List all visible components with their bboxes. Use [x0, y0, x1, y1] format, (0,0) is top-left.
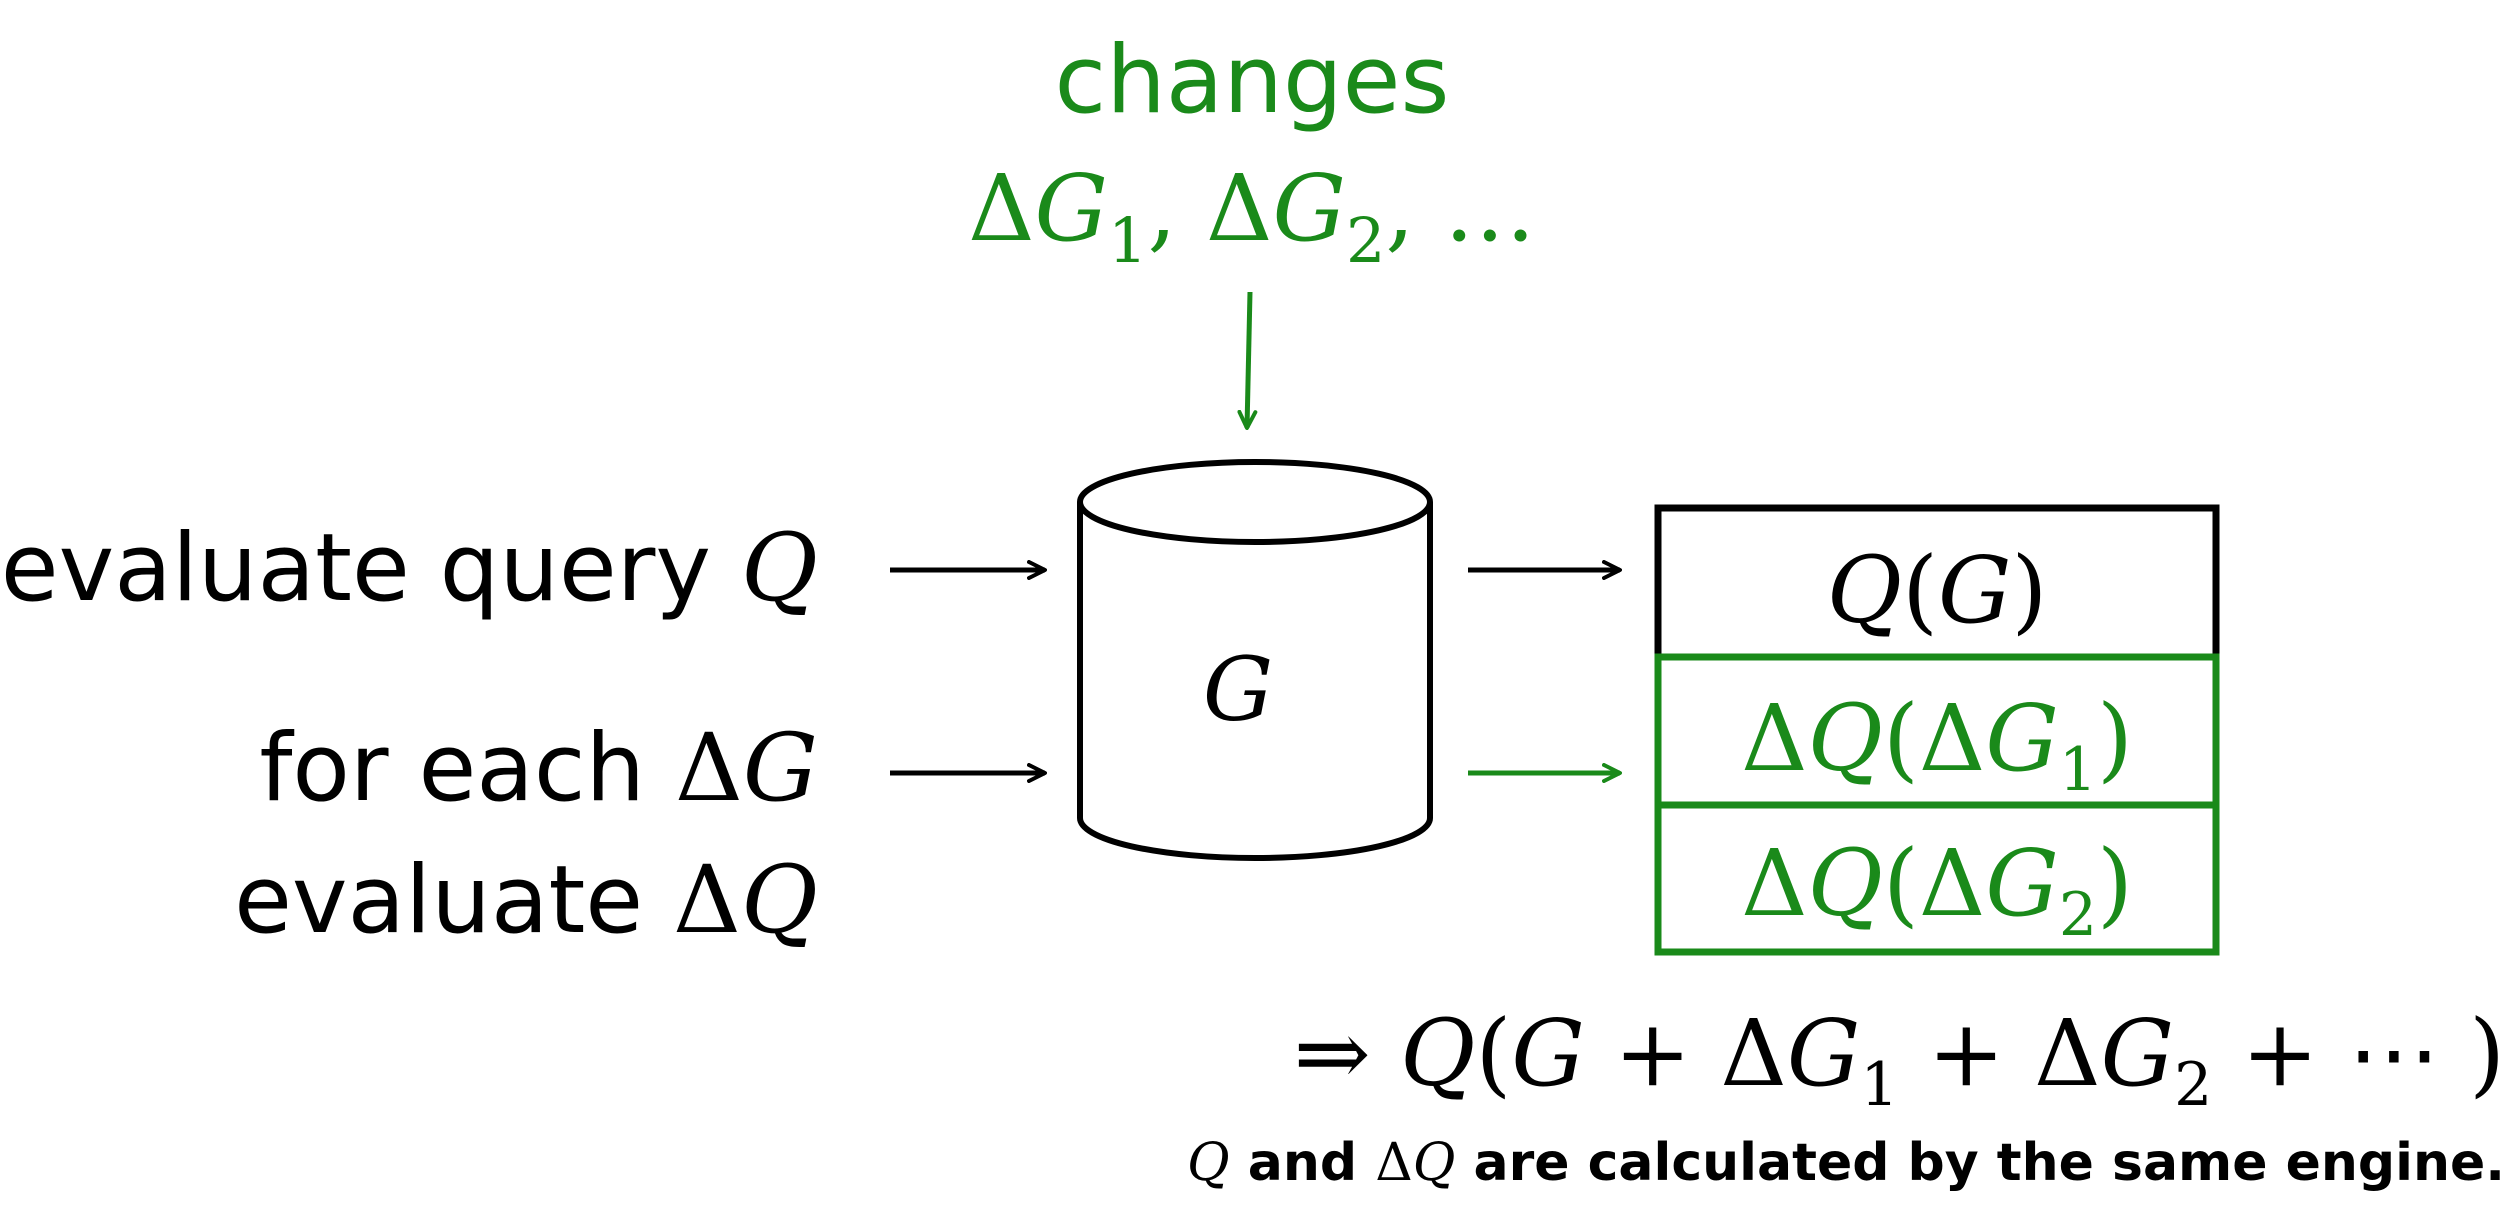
subscript: 1 [1108, 204, 1147, 277]
database-cylinder: G [1077, 459, 1433, 861]
delta-symbol: Δ [1720, 1000, 1786, 1107]
ellipsis-tail: + ⋯ ) [2212, 1000, 2505, 1107]
paren: ( [1902, 537, 1938, 644]
cylinder-top [1077, 459, 1433, 545]
paren: ) [2097, 685, 2133, 792]
graph-symbol: G [743, 714, 818, 823]
changes-arrow [1237, 291, 1258, 430]
footnote-text: and [1230, 1133, 1376, 1193]
implies-symbol: ⇒ [1294, 1000, 1400, 1107]
paren: ( [1883, 830, 1919, 937]
query-symbol: Q [1400, 1000, 1475, 1107]
cylinder-body [1077, 502, 1433, 861]
query-symbol: Q [1808, 685, 1883, 792]
graph-symbol: G [1511, 1000, 1585, 1107]
graph-symbol: G [1035, 155, 1109, 262]
graph-symbol: G [1985, 830, 2059, 937]
graph-symbol: G [1985, 685, 2059, 792]
graph-symbol: G [1272, 155, 1346, 262]
result-row-border [1654, 504, 2220, 657]
results-table: Q(G) ΔQ(ΔG1) ΔQ(ΔG2) [1654, 504, 2220, 956]
graph-symbol: G [2101, 1000, 2175, 1107]
separator: , … [1385, 155, 1536, 262]
result-row-delta-2: ΔQ(ΔG2) [1741, 830, 2133, 950]
query-symbol: Q [1187, 1133, 1230, 1193]
delta-symbol: Δ [1741, 830, 1807, 937]
subscript: 2 [2174, 1050, 2212, 1120]
result-row-delta-1: ΔQ(ΔG1) [1741, 685, 2133, 805]
query-symbol: Q [741, 514, 818, 623]
separator: , [1148, 155, 1207, 262]
subscript: 2 [1346, 204, 1385, 277]
graph-symbol: G [1938, 537, 2012, 644]
label-text: for each [259, 714, 675, 823]
evaluate-delta-label: evaluate ΔQ [234, 846, 818, 955]
delta-symbol: Δ [1375, 1133, 1413, 1193]
delta-symbol: Δ [2034, 1000, 2100, 1107]
graph-symbol: G [1787, 1000, 1861, 1107]
query-symbol: Q [741, 846, 818, 955]
label-text: evaluate [234, 846, 673, 955]
subscript: 2 [2059, 880, 2097, 950]
database-label: G [1203, 638, 1273, 741]
paren: ) [2097, 830, 2133, 937]
delta-symbol: Δ [968, 155, 1034, 262]
delta-symbol: Δ [1206, 155, 1272, 262]
delta-symbol: Δ [673, 846, 741, 955]
query-symbol: Q [1413, 1133, 1456, 1193]
query-symbol: Q [1808, 830, 1883, 937]
result-row-full: Q(G) [1827, 537, 2048, 644]
delta-symbol: Δ [1919, 685, 1985, 792]
changes-title: changes [1055, 26, 1450, 135]
plus-symbol: + [1899, 1000, 2035, 1107]
paren: ( [1475, 1000, 1511, 1107]
plus-symbol: + [1585, 1000, 1721, 1107]
subscript: 1 [2059, 735, 2097, 805]
paren: ) [2011, 537, 2047, 644]
footnote: Q and ΔQ are calculated by the same engi… [1187, 1133, 2505, 1193]
query-symbol: Q [1827, 537, 1902, 644]
delta-symbol: Δ [1919, 830, 1985, 937]
evaluate-query-label: evaluate query Q [1, 514, 818, 623]
changes-list: ΔG1, ΔG2, … [968, 155, 1536, 277]
for-each-label: for each ΔG [259, 714, 818, 823]
paren: ( [1883, 685, 1919, 792]
footnote-text: are calculated by the same engine. [1455, 1133, 2505, 1193]
delta-symbol: Δ [1741, 685, 1807, 792]
label-text: evaluate query [1, 514, 741, 623]
subscript: 1 [1860, 1050, 1898, 1120]
conclusion-formula: ⇒ Q(G + ΔG1 + ΔG2 + ⋯ ) [1294, 1000, 2505, 1120]
delta-symbol: Δ [675, 714, 743, 823]
